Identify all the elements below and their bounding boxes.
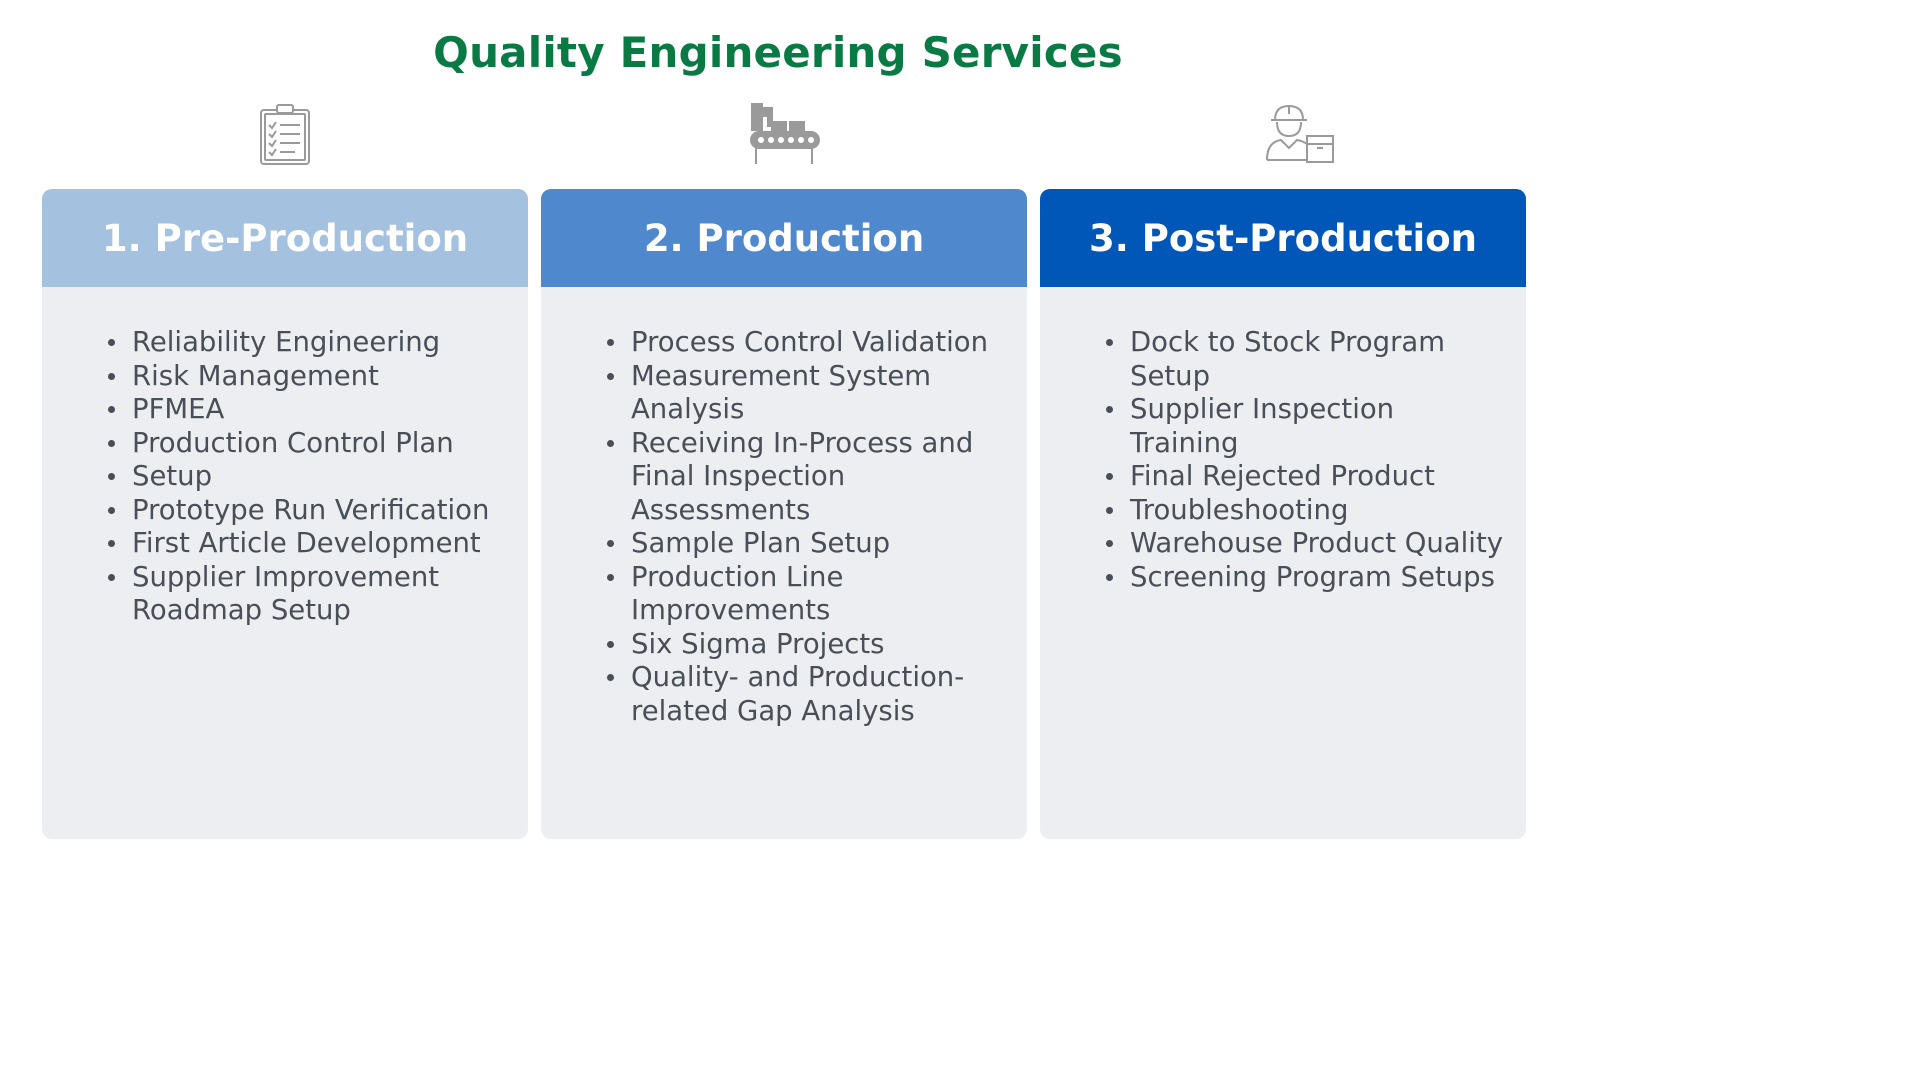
list-item: Quality- and Production-related Gap Anal… [607,661,1007,728]
list-item: Screening Program Setups [1106,561,1506,595]
page-title: Quality Engineering Services [433,28,1123,77]
list-item: Dock to Stock Program Setup [1106,326,1506,393]
production-header: 2. Production [541,189,1027,287]
post-production-header: 3. Post-Production [1040,189,1526,287]
production-list: Process Control Validation Measurement S… [541,287,1027,728]
clipboard-checklist-icon [255,100,315,168]
list-item: Reliability Engineering [108,326,508,360]
pre-production-header: 1. Pre-Production [42,189,528,287]
factory-conveyor-icon [748,100,822,168]
list-item: Process Control Validation [607,326,1007,360]
pre-production-card: 1. Pre-Production Reliability Engineerin… [42,189,528,839]
list-item: Warehouse Product Quality [1106,527,1506,561]
list-item: First Article Development [108,527,508,561]
list-item: Supplier Improvement Roadmap Setup [108,561,508,628]
list-item: PFMEA [108,393,508,427]
list-item: Production Line Improvements [607,561,1007,628]
pre-production-list: Reliability Engineering Risk Management … [42,287,528,628]
post-production-card: 3. Post-Production Dock to Stock Program… [1040,189,1526,839]
production-card: 2. Production Process Control Validation… [541,189,1027,839]
list-item: Troubleshooting [1106,494,1506,528]
list-item: Supplier Inspection Training [1106,393,1506,460]
worker-with-box-icon [1263,100,1335,168]
list-item: Final Rejected Product [1106,460,1506,494]
post-production-list: Dock to Stock Program Setup Supplier Ins… [1040,287,1526,594]
list-item: Production Control Plan [108,427,508,461]
list-item: Receiving In-Process and Final Inspectio… [607,427,1007,528]
list-item: Setup [108,460,508,494]
list-item: Measurement System Analysis [607,360,1007,427]
list-item: Prototype Run Verification [108,494,508,528]
list-item: Six Sigma Projects [607,628,1007,662]
list-item: Risk Management [108,360,508,394]
list-item: Sample Plan Setup [607,527,1007,561]
